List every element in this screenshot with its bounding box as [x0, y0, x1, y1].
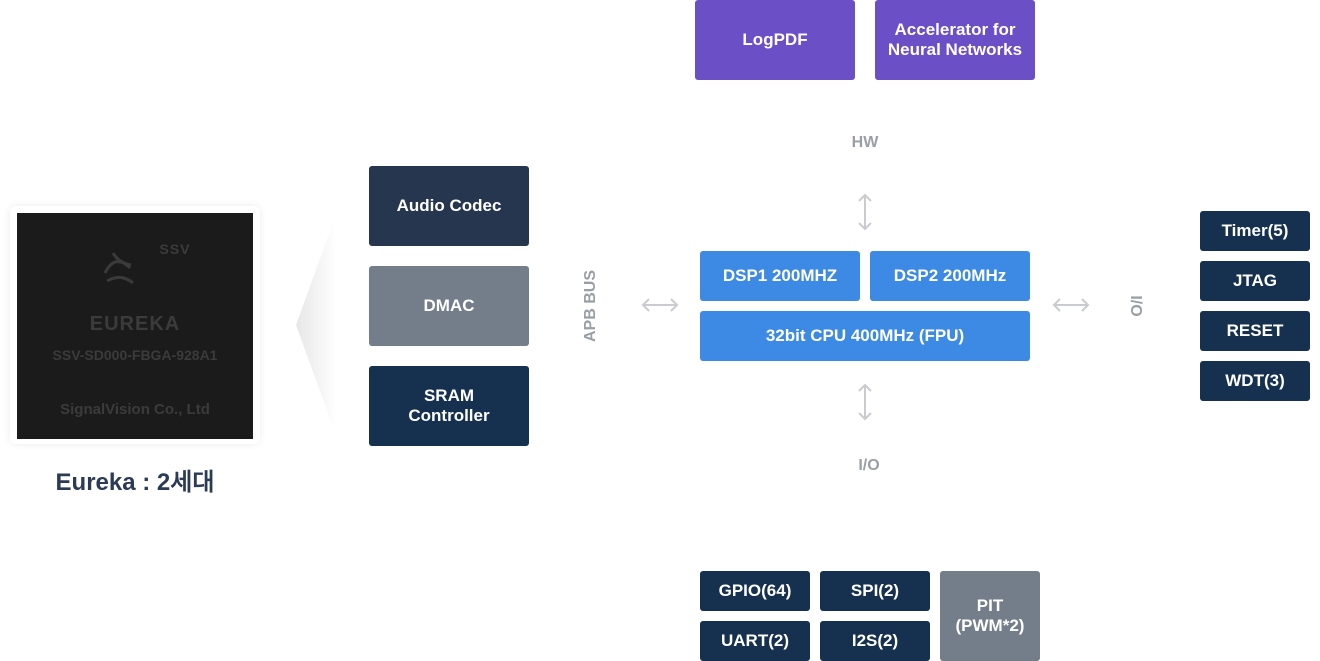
gpio-block: GPIO(64): [700, 571, 810, 611]
chip-caption: Eureka : 2세대: [55, 469, 215, 496]
dsp2-block: DSP2 200MHz: [870, 251, 1030, 301]
io-bottom-label: I/O: [858, 457, 880, 474]
jtag-block: JTAG: [1200, 261, 1310, 301]
spi-block: SPI(2): [820, 571, 930, 611]
chip-brand-text: SSV: [159, 241, 191, 257]
chip-model-text: SSV-SD000-FBGA-928A1: [52, 347, 218, 363]
logpdf-block: LogPDF: [695, 0, 855, 80]
audio-codec-block: Audio Codec: [369, 166, 529, 246]
hw-double-arrow-icon: [858, 193, 872, 231]
apb-bus-label: APB BUS: [582, 270, 599, 343]
chip-photo-card: SSV EUREKA SSV-SD000-FBGA-928A1 SignalVi…: [10, 206, 260, 444]
bus-double-arrow-icon: [641, 298, 679, 312]
wdt-block: WDT(3): [1200, 361, 1310, 401]
reset-block: RESET: [1200, 311, 1310, 351]
cpu-block: 32bit CPU 400MHz (FPU): [700, 311, 1030, 361]
chip-maker-text: SignalVision Co., Ltd: [60, 401, 210, 418]
chip-product-text: EUREKA: [89, 313, 181, 335]
ssv-logo-icon: [103, 252, 134, 285]
hw-label: HW: [851, 134, 879, 151]
timer-block: Timer(5): [1200, 211, 1310, 251]
chip-photo: SSV EUREKA SSV-SD000-FBGA-928A1 SignalVi…: [17, 213, 253, 439]
io-double-arrow-icon: [858, 383, 872, 421]
pit-block: PIT (PWM*2): [940, 571, 1040, 661]
io-right-double-arrow-icon: [1052, 298, 1090, 312]
pointer-wedge: [296, 215, 336, 435]
sram-controller-block: SRAM Controller: [369, 366, 529, 446]
dsp1-block: DSP1 200MHZ: [700, 251, 860, 301]
dmac-block: DMAC: [369, 266, 529, 346]
accelerator-block: Accelerator for Neural Networks: [875, 0, 1035, 80]
i2s-block: I2S(2): [820, 621, 930, 661]
io-right-label: I/O: [1127, 295, 1144, 317]
uart-block: UART(2): [700, 621, 810, 661]
